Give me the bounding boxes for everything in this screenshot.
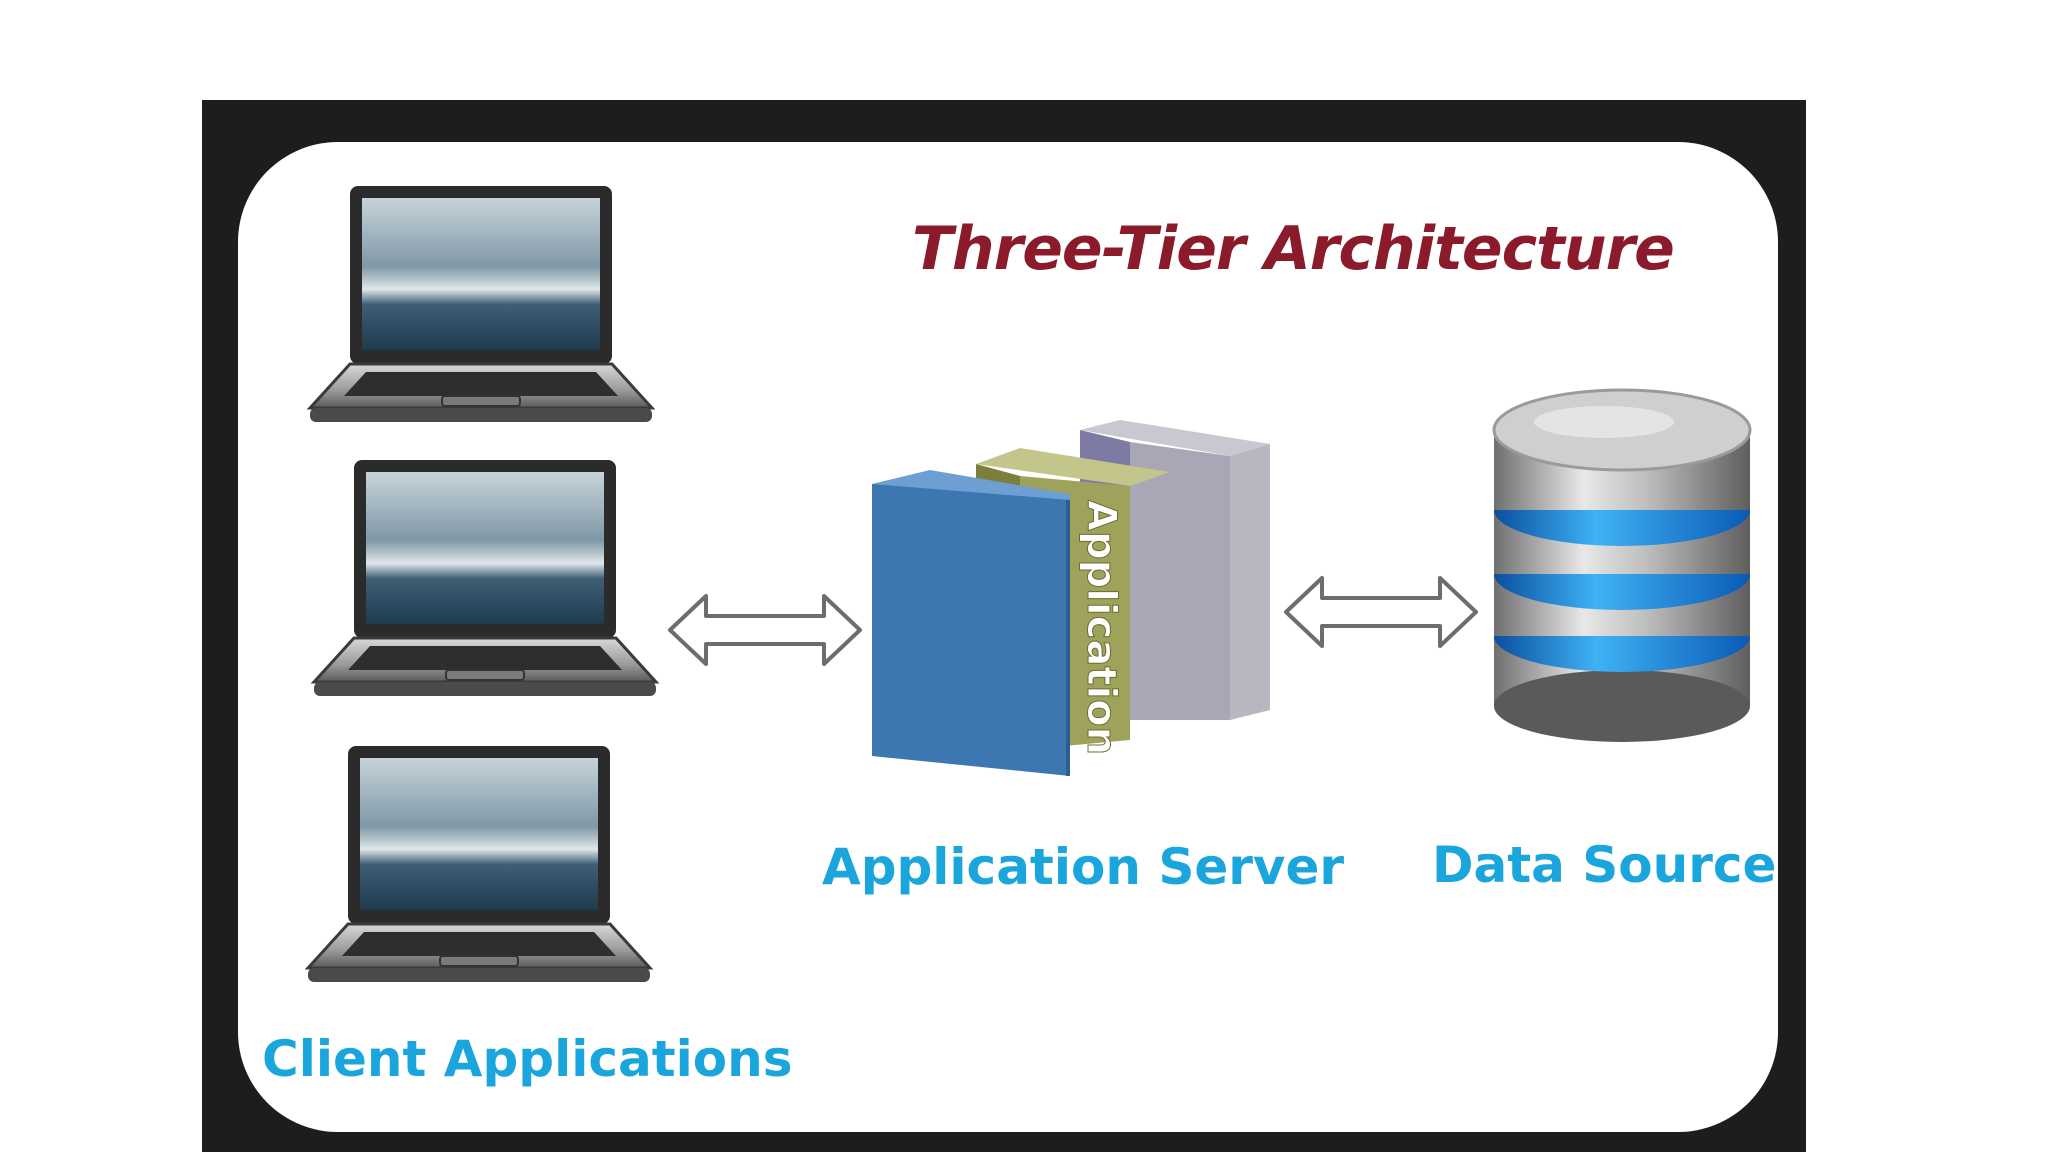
double-arrow-icon — [668, 594, 862, 666]
laptop-icon — [306, 744, 652, 984]
data-source-label: Data Source — [1432, 836, 1777, 894]
server-block-blue — [872, 470, 1070, 776]
laptop-icon — [308, 184, 654, 424]
application-server-label: Application Server — [822, 838, 1345, 896]
diagram-title: Three-Tier Architecture — [912, 214, 1675, 284]
server-block-label: Application — [1078, 500, 1124, 755]
server-blocks-icon: Application — [872, 420, 1270, 776]
client-applications-label: Client Applications — [262, 1030, 793, 1088]
database-icon — [1492, 388, 1752, 742]
double-arrow-icon — [1284, 576, 1478, 648]
laptop-icon — [312, 458, 658, 698]
